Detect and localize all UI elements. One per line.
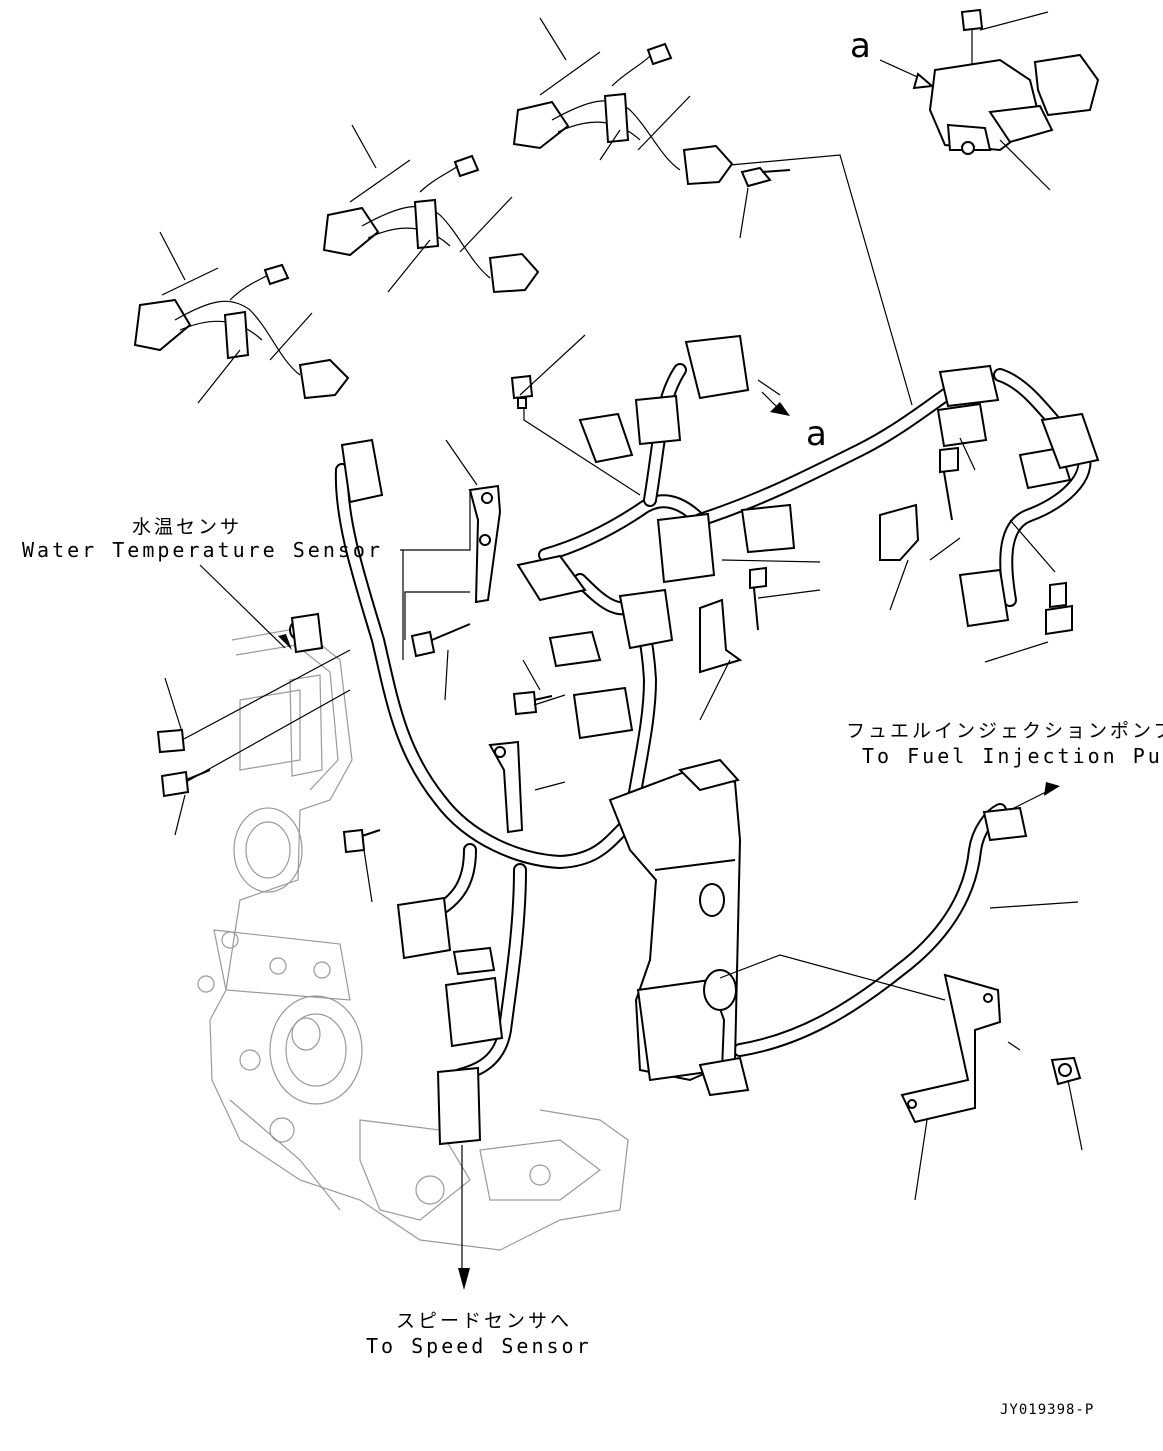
- fuel-injection-pump: [610, 760, 748, 1095]
- brackets: [470, 486, 1080, 1122]
- water-temp-label-en: Water Temperature Sensor: [22, 538, 383, 562]
- harness-variant-2: [324, 125, 538, 292]
- arrow-to-fuel-pump-icon: [1044, 782, 1060, 796]
- drawing-code: JY019398-P: [1000, 1402, 1095, 1418]
- fuel-pump-label-en: To Fuel Injection Pump: [862, 744, 1163, 768]
- callout-a-mid: a: [806, 414, 828, 454]
- harness-connectors: [290, 336, 1098, 1144]
- arrows: [278, 392, 1060, 1290]
- arrow-to-speed-sensor-icon: [458, 1268, 470, 1290]
- module-view-a: [880, 10, 1098, 190]
- water-temp-label-jp: 水温センサ: [132, 516, 243, 538]
- fuel-pump-label-jp: フュエルインジェクションポンプへ: [846, 720, 1163, 742]
- leader-lines: [165, 155, 1082, 1270]
- engine-block: [198, 628, 628, 1250]
- speed-sensor-label-jp: スピードセンサへ: [396, 1310, 573, 1332]
- bolts: [158, 168, 1072, 852]
- harness-variant-3: [514, 18, 732, 184]
- arrow-to-water-sensor-icon: [278, 634, 292, 650]
- speed-sensor-label-en: To Speed Sensor: [366, 1334, 592, 1358]
- arrow-to-a-icon: [770, 402, 790, 416]
- harness-variant-1: [135, 232, 348, 403]
- callout-a-top: a: [850, 26, 872, 66]
